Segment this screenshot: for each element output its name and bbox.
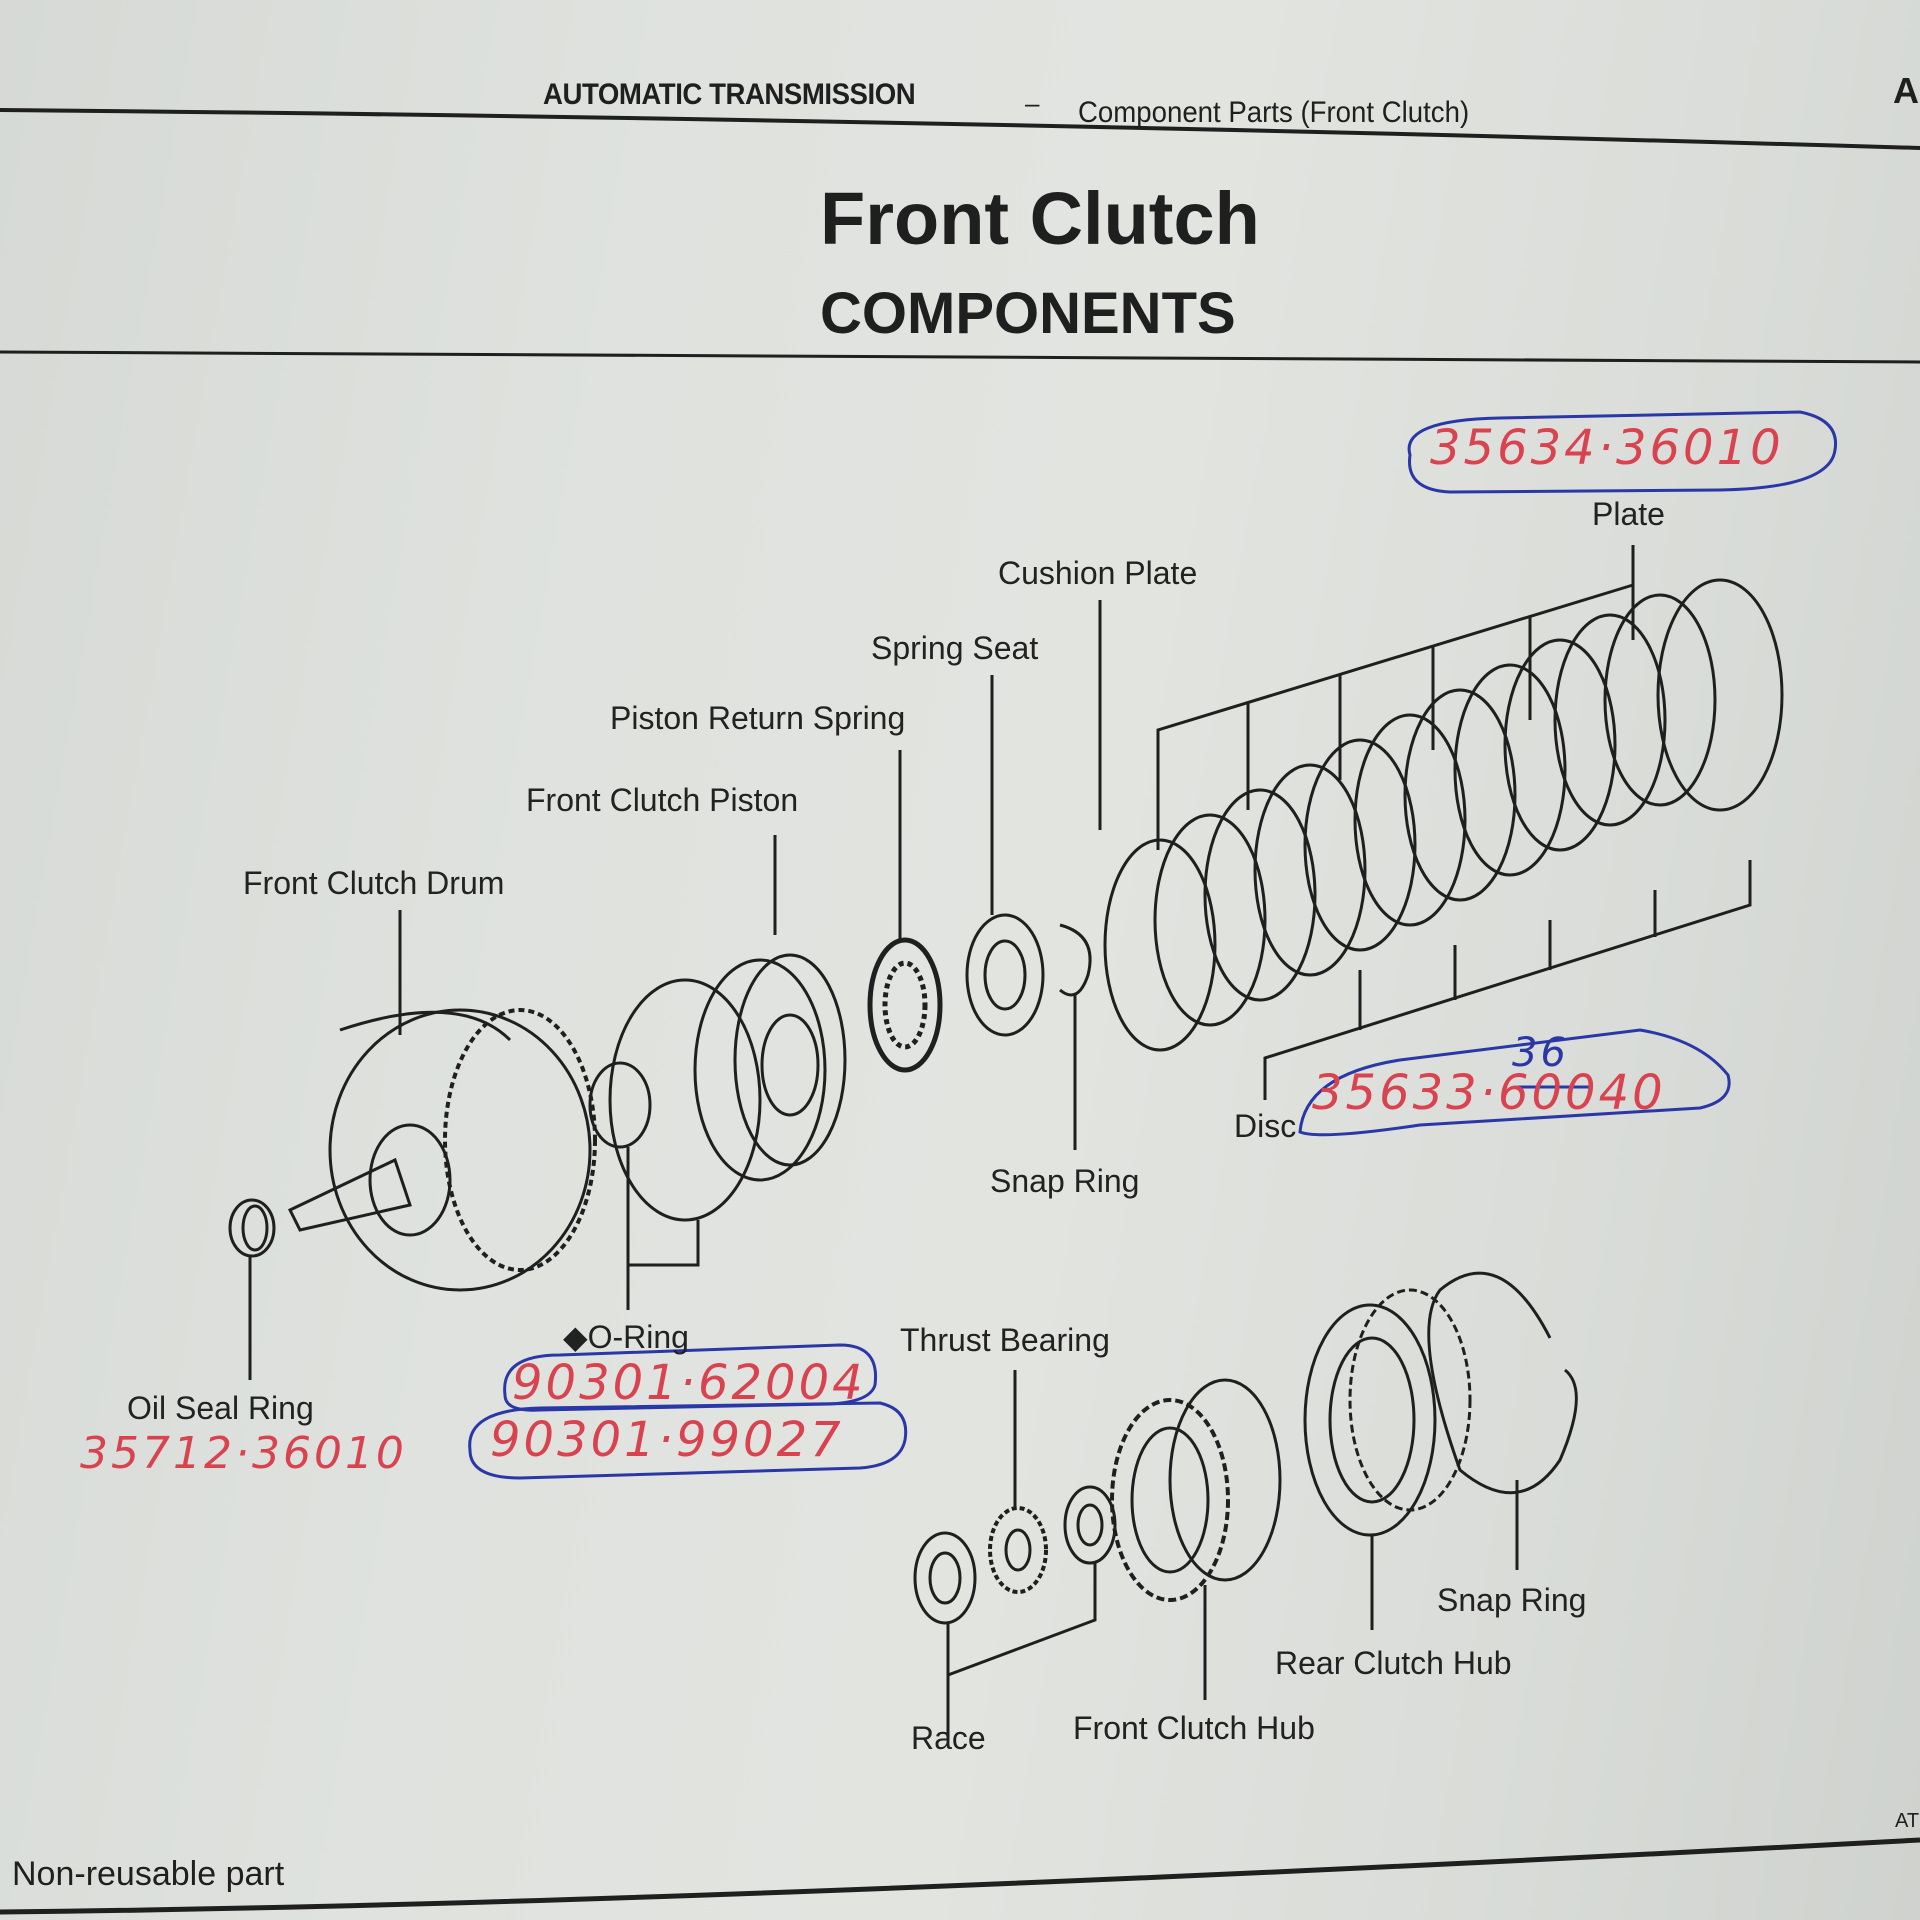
label-race: Race [911, 1720, 986, 1756]
header-subsection: Component Parts (Front Clutch) [1078, 96, 1470, 129]
label-snap-ring-upper: Snap Ring [990, 1163, 1140, 1199]
spring-seat-drawing [965, 675, 1045, 1037]
rear-clutch-hub-drawing [1303, 1288, 1472, 1630]
label-rear-clutch-hub: Rear Clutch Hub [1275, 1645, 1512, 1681]
header-corner-letter: A [1893, 70, 1919, 111]
thrust-bearing-drawing [988, 1370, 1048, 1594]
page-subtitle: COMPONENTS [820, 281, 1236, 346]
label-o-ring: ◆O-Ring [563, 1319, 689, 1355]
front-clutch-piston-drawing [693, 835, 847, 1182]
annotation-o-ring-part-number-1: 90301·62004 [512, 1355, 866, 1411]
annotation-disc-part-number: 35633·60040 [1312, 1065, 1666, 1121]
label-plate: Plate [1592, 496, 1665, 532]
annotation-disc-correction: 36 [1512, 1030, 1569, 1076]
clutch-pack-drawing [1098, 545, 1784, 1100]
annotation-oil-seal-ring-part-number: 35712·36010 [80, 1428, 407, 1479]
o-ring-drawing [588, 978, 762, 1310]
label-disc: Disc [1234, 1108, 1297, 1144]
piston-return-spring-drawing [867, 750, 943, 1073]
disc-annotation-outline [1298, 1028, 1731, 1137]
race-drawing [913, 1485, 1117, 1740]
label-spring-seat: Spring Seat [871, 630, 1039, 666]
label-thrust-bearing: Thrust Bearing [900, 1322, 1110, 1358]
label-piston-return-spring: Piston Return Spring [610, 700, 906, 736]
label-cushion-plate: Cushion Plate [998, 555, 1198, 591]
plate-annotation-outline [1407, 410, 1838, 494]
front-clutch-hub-drawing [1110, 1378, 1282, 1700]
o-ring-annotation-outline-2 [468, 1401, 908, 1480]
label-front-clutch-drum: Front Clutch Drum [243, 865, 505, 901]
snap-ring-upper-drawing [1059, 923, 1092, 1150]
footer-rule [0, 1837, 1920, 1915]
title-rule [0, 350, 1920, 364]
header-section: AUTOMATIC TRANSMISSION [543, 78, 916, 111]
snap-ring-lower-drawing [1427, 1271, 1578, 1570]
footer-legend: Non-reusable part [12, 1855, 285, 1893]
label-oil-seal-ring: Oil Seal Ring [127, 1390, 314, 1426]
label-front-clutch-hub: Front Clutch Hub [1073, 1710, 1315, 1746]
oil-seal-ring-drawing [228, 1198, 276, 1380]
footer-corner-code: AT [1895, 1810, 1920, 1832]
front-clutch-drum-drawing [287, 910, 597, 1292]
annotation-plate-part-number: 35634·36010 [1430, 420, 1784, 476]
page-title: Front Clutch [820, 177, 1260, 260]
annotation-o-ring-part-number-2: 90301·99027 [490, 1412, 844, 1468]
label-front-clutch-piston: Front Clutch Piston [526, 782, 799, 818]
header-separator: – [1025, 88, 1040, 118]
header-rule [0, 108, 1920, 150]
label-snap-ring-lower: Snap Ring [1437, 1582, 1587, 1618]
